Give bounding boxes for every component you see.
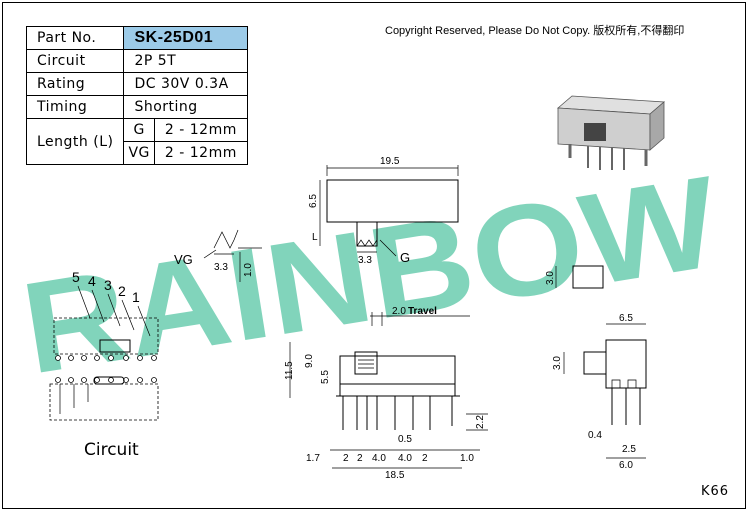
- dim-vg-height: 1.0: [243, 263, 254, 277]
- dim-front-h2: 9.0: [304, 354, 315, 368]
- dim-pitch-a: 2: [343, 453, 349, 464]
- circuit-label: Circuit: [25, 49, 125, 73]
- part-no-value: SK-25D01: [123, 26, 248, 50]
- circuit-caption: Circuit: [84, 440, 139, 460]
- dim-pin-height: 2.2: [475, 415, 486, 429]
- dim-pitch-d: 4.0: [398, 453, 412, 464]
- dim-front-h1: 11.5: [284, 361, 295, 380]
- dim-vg-width: 3.3: [214, 262, 228, 273]
- component-3d-view: [556, 95, 666, 170]
- circuit-pin-1: 1: [132, 289, 140, 305]
- dim-travel: 2.0: [392, 306, 406, 317]
- watermark-text: RAINBOW: [13, 148, 728, 402]
- circuit-pin-3: 3: [104, 277, 112, 293]
- dim-total-width: 18.5: [385, 470, 405, 481]
- model-code: K66: [701, 484, 730, 499]
- dim-pitch-c: 4.0: [372, 453, 386, 464]
- circuit-pin-5: 5: [72, 269, 80, 285]
- dim-top-height: 6.5: [308, 194, 319, 208]
- g-label: G: [400, 250, 410, 265]
- circuit-schematic: 5 4 3 2 1: [49, 269, 159, 421]
- dim-front-h3: 5.5: [320, 370, 331, 384]
- dim-act-height: 3.0: [552, 356, 563, 370]
- length-vg-value: 2 - 12mm: [153, 141, 248, 165]
- circuit-pin-4: 4: [88, 273, 96, 289]
- dim-g-width: 3.3: [358, 255, 372, 266]
- part-no-label: Part No.: [25, 26, 125, 50]
- circuit-pin-2: 2: [118, 283, 126, 299]
- travel-label: Travel: [408, 306, 437, 317]
- dim-pitch-e: 2: [422, 453, 428, 464]
- copyright-notice: Copyright Reserved, Please Do Not Copy. …: [385, 25, 685, 37]
- timing-label: Timing: [25, 95, 125, 119]
- dim-left-offset: 1.7: [306, 453, 320, 464]
- timing-value: Shorting: [123, 95, 248, 119]
- rating-label: Rating: [25, 72, 125, 96]
- dim-side-pitch: 2.5: [622, 444, 636, 455]
- length-label: Length (L): [25, 118, 125, 165]
- dim-side-total: 6.0: [619, 460, 633, 471]
- dim-right-offset: 1.0: [460, 453, 474, 464]
- top-view: 19.5 6.5 L 3.3 G: [308, 156, 459, 266]
- dim-top-L: L: [312, 232, 318, 243]
- front-view: 2.0 Travel 11.5 9.0 5.5 2.2 1.7 2 2 4.0 …: [284, 306, 488, 481]
- dim-side-width: 6.5: [619, 313, 633, 324]
- vg-detail: 3.3 1.0 VG: [174, 229, 262, 282]
- length-vg-code: VG: [123, 141, 155, 165]
- rating-value: DC 30V 0.3A: [123, 72, 248, 96]
- dim-top-width: 19.5: [380, 156, 400, 167]
- length-g-code: G: [123, 118, 155, 142]
- vg-label: VG: [174, 252, 193, 267]
- dim-pin-width: 0.5: [398, 434, 412, 445]
- dim-pitch-b: 2: [357, 453, 363, 464]
- circuit-value: 2P 5T: [123, 49, 248, 73]
- length-g-value: 2 - 12mm: [153, 118, 248, 142]
- spec-table: Part No. SK-25D01 Circuit 2P 5T Rating D…: [25, 26, 248, 165]
- dim-act-height-top: 3.0: [545, 271, 556, 285]
- dim-side-pin: 0.4: [588, 430, 602, 441]
- side-view: 3.0 6.5 3.0 0.4 2.5 6.0: [545, 265, 647, 471]
